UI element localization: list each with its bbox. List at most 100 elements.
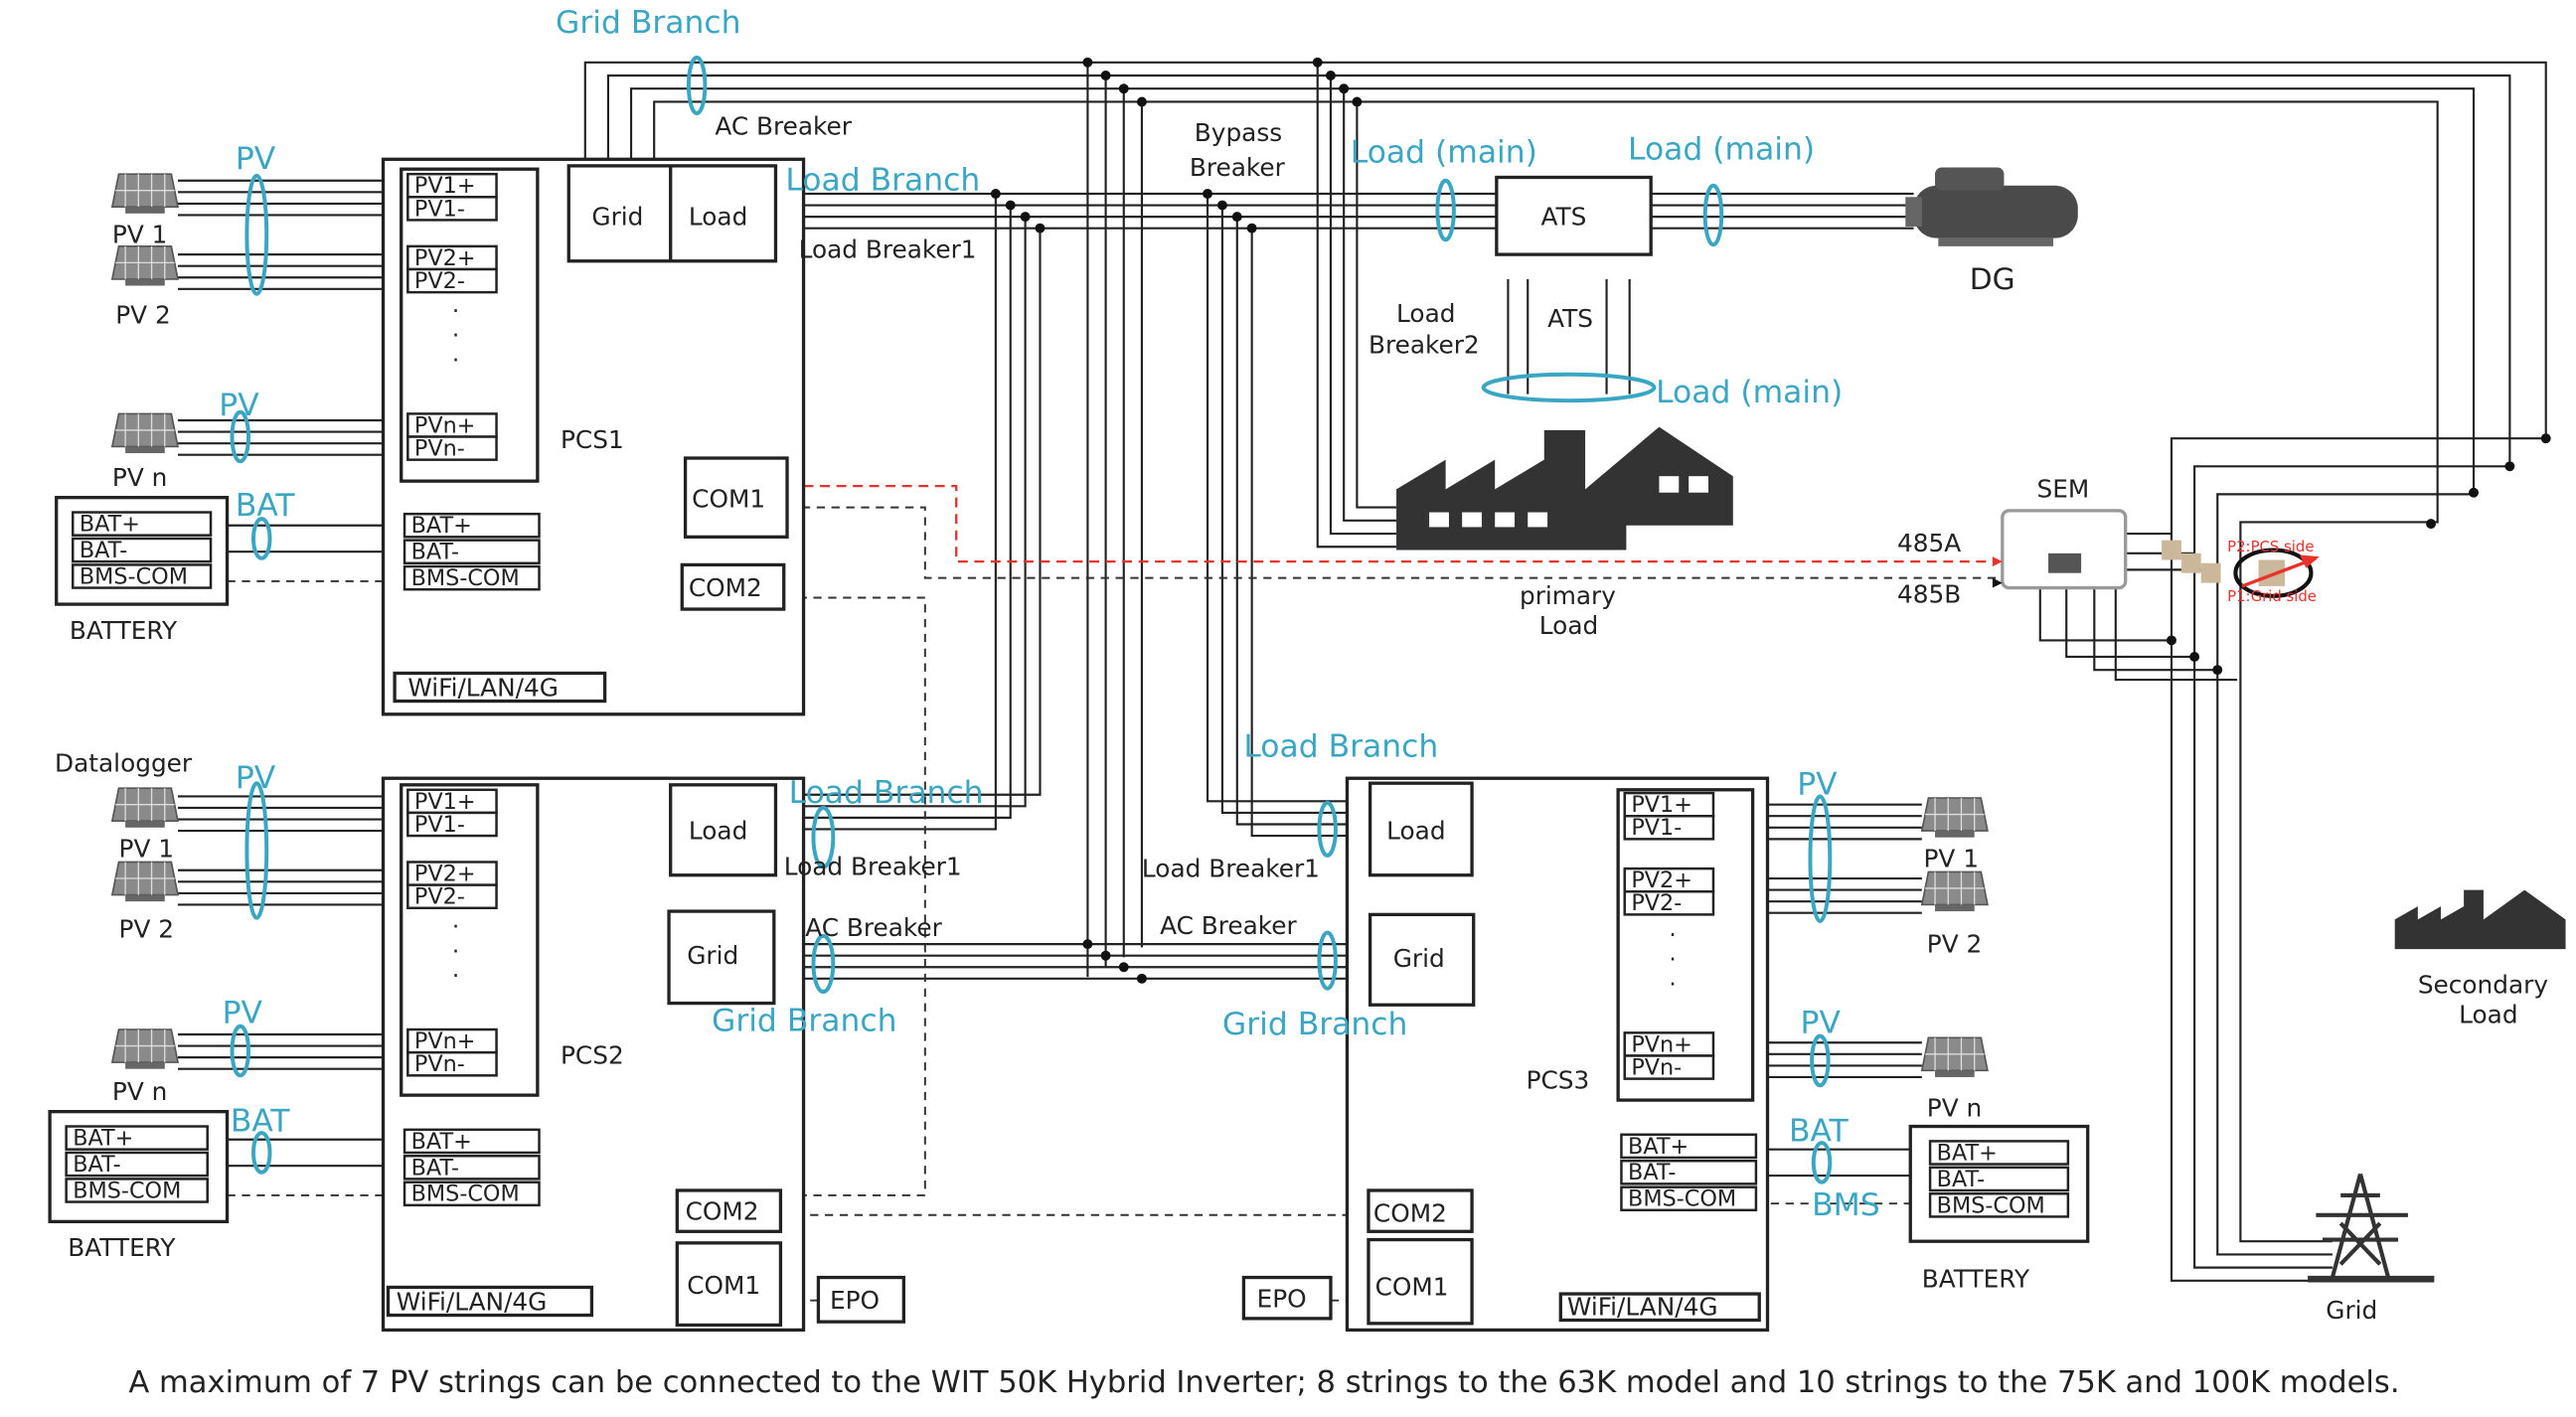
ats-label: ATS bbox=[1547, 304, 1593, 333]
port-label: PV2- bbox=[414, 268, 465, 294]
bundle-oval bbox=[811, 805, 836, 869]
port-label: PVn+ bbox=[414, 412, 476, 438]
port-box bbox=[402, 1181, 541, 1207]
p2-label: P2:PCS side bbox=[2227, 538, 2314, 555]
junction-dot bbox=[2426, 519, 2437, 530]
sem-label: SEM bbox=[2036, 475, 2089, 504]
junction-dot bbox=[1082, 57, 1093, 68]
ellipsis-dot: . bbox=[452, 932, 459, 958]
port-label: PV2- bbox=[1631, 890, 1682, 916]
port-label: BAT- bbox=[411, 1155, 459, 1181]
bundle-oval bbox=[230, 409, 251, 464]
rs485a-line bbox=[787, 484, 1998, 563]
port-label: PVn- bbox=[414, 436, 465, 462]
junction-dot bbox=[2469, 487, 2479, 498]
port-label: PV1- bbox=[414, 196, 465, 222]
solar-panel-icon bbox=[1920, 870, 1989, 912]
junction-dot bbox=[1136, 973, 1147, 984]
junction-dot bbox=[1020, 212, 1031, 223]
bypass-breaker-label: Breaker bbox=[1190, 153, 1286, 182]
rs485b-line bbox=[787, 506, 1998, 579]
com1-port: COM1 bbox=[1375, 1273, 1449, 1302]
pv-label: PV bbox=[236, 141, 276, 177]
port-label: BMS-COM bbox=[411, 1181, 520, 1207]
pv1-label: PV 1 bbox=[119, 835, 175, 864]
junction-dot bbox=[2540, 433, 2551, 444]
port-label: BAT- bbox=[1628, 1160, 1676, 1185]
port-label: PV2+ bbox=[414, 861, 476, 886]
ats-label: ATS bbox=[1540, 202, 1586, 231]
pcs3-load-line bbox=[1220, 205, 1370, 814]
bundle-oval bbox=[686, 55, 708, 115]
bat-label: BAT bbox=[231, 1103, 291, 1139]
port-box bbox=[1928, 1192, 2070, 1218]
solar-panel-icon bbox=[110, 412, 180, 454]
bundle-oval bbox=[1317, 801, 1338, 858]
port-box bbox=[1620, 1185, 1758, 1212]
port-label: BAT- bbox=[80, 538, 127, 563]
port-box bbox=[406, 435, 498, 461]
sem-volt-line bbox=[2093, 587, 2218, 672]
bundle-oval bbox=[1435, 178, 1456, 242]
sem-volt-line bbox=[2114, 587, 2238, 682]
bundle-oval bbox=[1702, 183, 1724, 247]
port-label: PV2+ bbox=[1631, 867, 1692, 893]
footnote: A maximum of 7 PV strings can be connect… bbox=[128, 1365, 2399, 1400]
primary-load-label: primary bbox=[1520, 581, 1616, 610]
rs485b-label: 485B bbox=[1897, 579, 1961, 608]
port-label: BMS-COM bbox=[73, 1178, 181, 1203]
load-breaker2-label: Breaker2 bbox=[1368, 330, 1480, 359]
rs485a-label: 485A bbox=[1897, 529, 1961, 557]
bypass-line bbox=[1343, 88, 1397, 522]
pv-label: PV bbox=[1801, 1005, 1842, 1040]
port-label: BAT+ bbox=[80, 512, 140, 538]
pcs2-load-line bbox=[775, 205, 1012, 819]
com2-port: COM2 bbox=[1373, 1198, 1447, 1227]
junction-dot bbox=[2189, 651, 2200, 662]
com1-port: COM1 bbox=[692, 485, 765, 514]
secondary-load-label: Secondary bbox=[2418, 971, 2548, 1000]
pcs3-load-line bbox=[1250, 228, 1370, 838]
sem-volt-line bbox=[2065, 587, 2195, 659]
pcs2-load-line bbox=[775, 228, 1042, 796]
port-box bbox=[1623, 814, 1715, 841]
port-box bbox=[402, 1128, 541, 1155]
bypass-line bbox=[1316, 62, 1397, 549]
ac-breaker-label: AC Breaker bbox=[715, 111, 852, 140]
port-label: BMS-COM bbox=[1937, 1192, 2045, 1218]
solar-panel-icon bbox=[110, 173, 180, 214]
load-port: Load bbox=[689, 816, 747, 845]
load-main-label: Load (main) bbox=[1351, 135, 1537, 171]
pv-label: PV bbox=[236, 760, 276, 796]
junction-dot bbox=[1216, 200, 1227, 211]
port-box bbox=[1928, 1166, 2070, 1192]
solar-panel-icon bbox=[110, 787, 180, 828]
port-box bbox=[406, 267, 498, 294]
pcs3-load-line bbox=[1206, 193, 1370, 803]
com2-port: COM2 bbox=[686, 1197, 759, 1226]
junction-dot bbox=[1246, 223, 1257, 234]
junction-dot bbox=[2212, 665, 2223, 676]
junction-dot bbox=[2167, 635, 2176, 646]
port-box bbox=[65, 1178, 209, 1203]
port-box bbox=[406, 196, 498, 222]
bypass-breaker-label: Bypass bbox=[1195, 118, 1282, 147]
bundle-oval bbox=[1481, 372, 1657, 403]
port-label: PVn- bbox=[414, 1051, 465, 1077]
port-box bbox=[402, 539, 541, 565]
port-box bbox=[406, 811, 498, 838]
port-box bbox=[72, 563, 213, 589]
pv1-label: PV 1 bbox=[1923, 844, 1979, 872]
load-main-label: Load (main) bbox=[1628, 131, 1815, 167]
solar-panel-icon bbox=[1920, 797, 1989, 838]
ats-box bbox=[1495, 175, 1653, 256]
junction-dot bbox=[1100, 71, 1111, 80]
port-box bbox=[1623, 1054, 1715, 1080]
bundle-oval bbox=[1811, 1141, 1833, 1184]
port-label: PV1+ bbox=[1631, 792, 1692, 818]
port-label: BAT+ bbox=[411, 1129, 472, 1155]
factory-icon-secondary bbox=[2394, 889, 2566, 950]
datalogger-label: Datalogger bbox=[55, 749, 193, 778]
port-label: PVn+ bbox=[414, 1028, 476, 1054]
